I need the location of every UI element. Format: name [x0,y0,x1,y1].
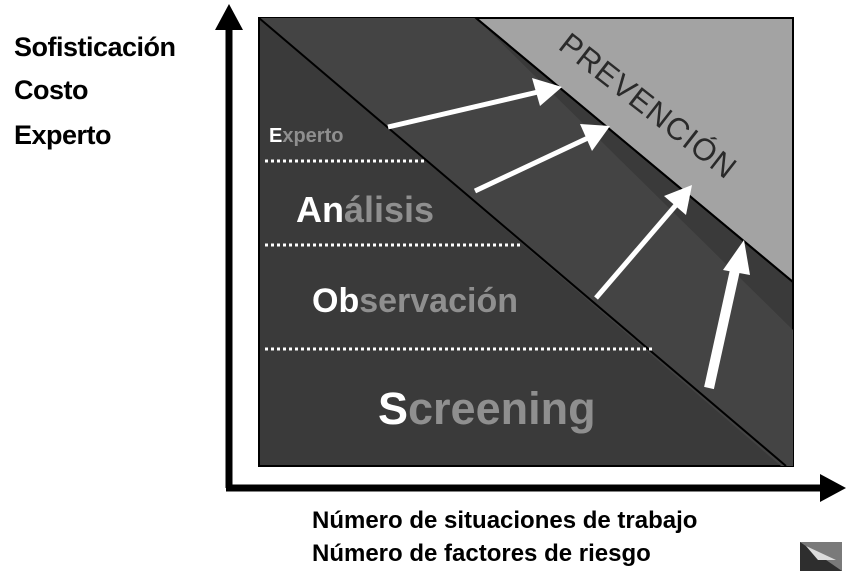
level-label-analisis-highlight: An [296,189,344,230]
level-label-analisis-rest: álisis [344,189,435,230]
level-label-observacion: Observación [312,282,518,321]
arrow-analisis [473,124,610,194]
level-label-experto: Experto [269,125,343,148]
diagonal-line-upper [475,17,794,283]
level-label-experto-highlight: E [269,125,283,147]
y-axis-label-costo: Costo [14,75,89,105]
y-axis-label-sofisticacion: Sofisticación [14,32,176,62]
arrow-experto [387,78,562,130]
level-label-analisis: Análisis [296,189,434,231]
level-label-screening-rest: creening [408,383,596,434]
slide-logo-icon [800,542,842,571]
x-axis-arrowhead [820,474,846,502]
arrow-observacion [594,185,692,300]
diagonal-band [259,18,793,466]
x-axis-label-situaciones: Número de situaciones de trabajo [312,507,698,534]
diagonal-line-lower [258,17,787,467]
y-axis-arrowhead [215,4,243,30]
y-axis-label-experto: Experto [14,120,112,150]
x-axis-label-factores: Número de factores de riesgo [312,540,651,567]
level-label-observacion-highlight: Ob [312,282,360,320]
arrow-screening [704,240,750,390]
level-label-screening: Screening [378,383,596,435]
level-label-screening-highlight: S [378,383,409,434]
level-label-observacion-rest: servación [359,282,518,320]
level-label-experto-rest: xperto [282,125,344,147]
